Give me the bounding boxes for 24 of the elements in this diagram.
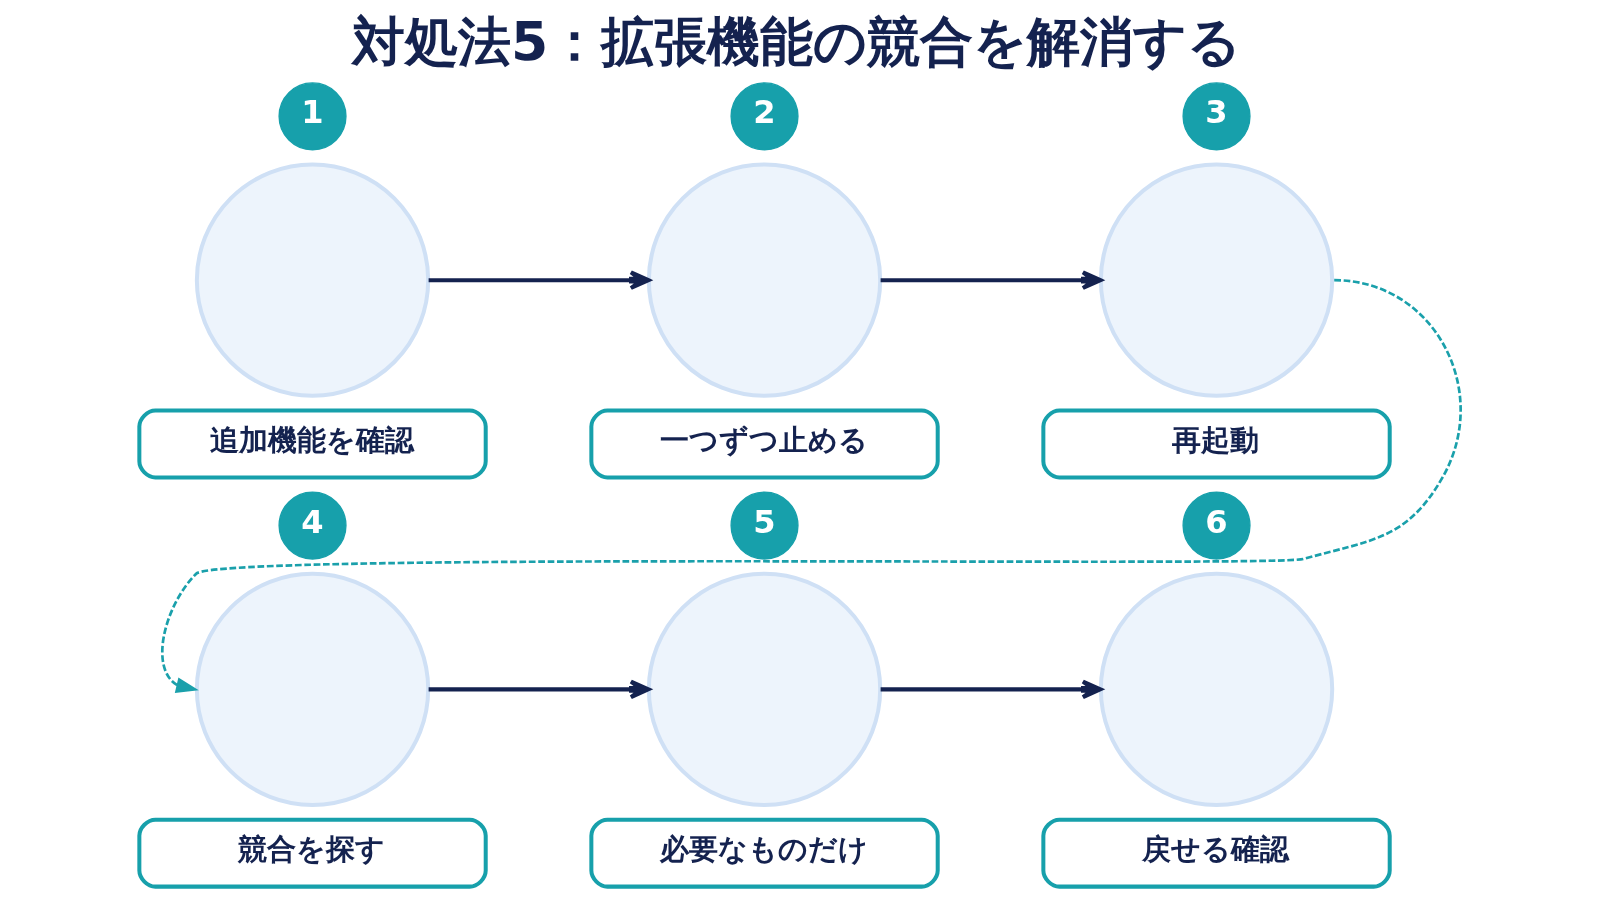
node-box: 戻せる確認 bbox=[1041, 817, 1392, 889]
node-box: 競合を探す bbox=[137, 817, 488, 889]
node-circle bbox=[1098, 162, 1335, 398]
node-circle: 2 bbox=[730, 82, 799, 151]
arrow bbox=[880, 270, 1103, 290]
node-box: 一つずつ止める bbox=[589, 408, 940, 480]
node-circle bbox=[194, 571, 431, 808]
node-box: 再起動 bbox=[1041, 408, 1392, 480]
node-circle bbox=[194, 162, 431, 398]
node-box: 追加機能を確認 bbox=[137, 408, 488, 480]
node-box: 必要なものだけ bbox=[589, 817, 940, 889]
arrow bbox=[428, 679, 651, 700]
node-circle: 3 bbox=[1182, 82, 1251, 151]
node-circle bbox=[1098, 571, 1335, 808]
arrow bbox=[428, 270, 651, 290]
node-circle: 6 bbox=[1182, 491, 1251, 560]
node-circle: 1 bbox=[278, 82, 347, 151]
node-circle: 5 bbox=[730, 491, 799, 560]
arrow bbox=[880, 679, 1103, 700]
node-circle bbox=[646, 162, 883, 398]
node-circle: 4 bbox=[278, 491, 347, 560]
arrow bbox=[161, 278, 1462, 693]
diagram-title: 対処法5：拡張機能の競合を解消する bbox=[352, 10, 1242, 74]
node-circle bbox=[646, 571, 883, 808]
